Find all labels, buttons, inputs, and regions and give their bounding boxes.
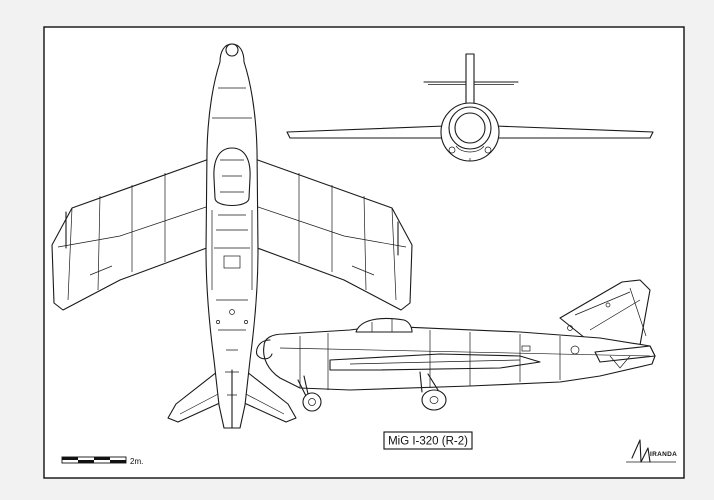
scale-label: 2m. xyxy=(130,457,143,466)
front-view xyxy=(286,53,654,162)
side-view-canopy xyxy=(355,317,413,333)
signature-logo-mark xyxy=(631,439,651,463)
top-view-canopy xyxy=(213,147,251,207)
drawing-title: MiG I-320 (R-2) xyxy=(388,436,468,448)
side-view-nose-wheel xyxy=(302,392,322,412)
signature-text: IRANDA xyxy=(650,451,677,458)
top-view xyxy=(51,43,413,429)
side-view-main-wheel xyxy=(421,389,447,411)
artist-signature: IRANDA xyxy=(626,439,677,463)
scale-bar: 2m. xyxy=(61,456,143,466)
title-box: MiG I-320 (R-2) xyxy=(383,431,473,450)
side-view xyxy=(255,279,656,412)
